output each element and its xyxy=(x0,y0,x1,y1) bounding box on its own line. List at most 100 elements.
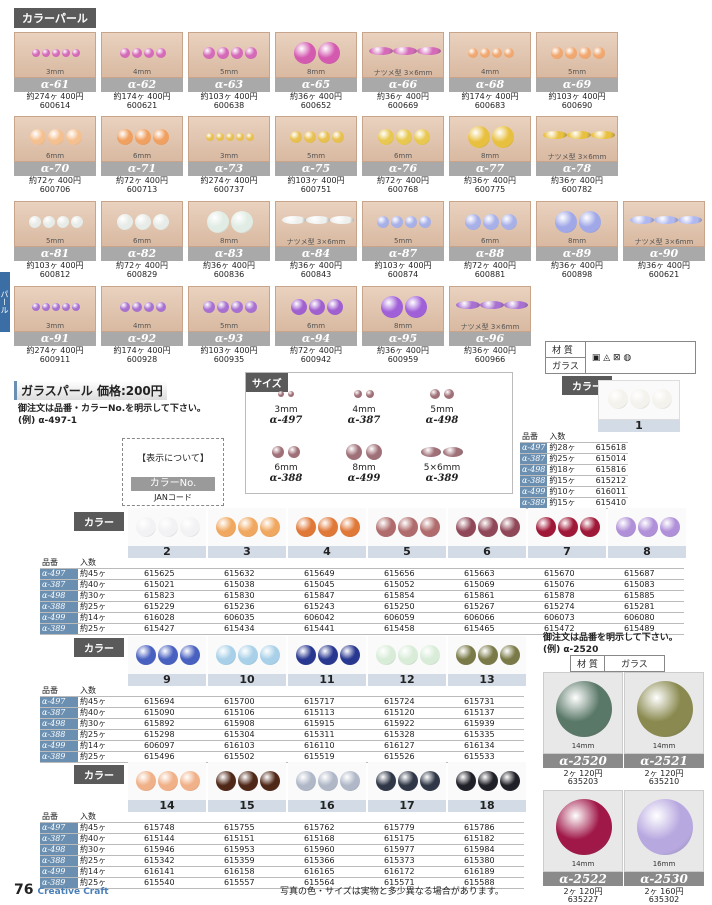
size-code: α-387 xyxy=(347,415,381,426)
pearl-size: 6mm xyxy=(480,237,500,245)
pearl-jan: 600782 xyxy=(561,185,593,194)
hdr-blank xyxy=(444,558,524,569)
color-num: 7 xyxy=(528,546,606,558)
pearl-jan: 600881 xyxy=(474,270,506,279)
row-code: α-499 xyxy=(520,486,548,498)
row-jan: 615588 xyxy=(444,877,524,889)
pearl-bead xyxy=(156,48,166,58)
color-photo xyxy=(368,508,446,546)
pearl-bead xyxy=(57,216,69,228)
big-material-table: 材 質ガラス xyxy=(570,655,665,672)
oval-bead xyxy=(654,216,678,224)
size-mm: 5×6mm xyxy=(423,463,461,473)
big-note-2: (例) α-2520 xyxy=(543,645,599,655)
row-code: α-498 xyxy=(520,464,548,476)
display-legend: 【表示について】 カラーNo. JANコード xyxy=(122,438,224,506)
row-jan: 615175 xyxy=(364,833,444,845)
pearl-jan: 600690 xyxy=(561,101,593,110)
pearl-photo xyxy=(101,286,183,332)
color-num: 6 xyxy=(448,546,526,558)
row-jan: 606080 xyxy=(604,612,684,624)
pearl-bead xyxy=(62,49,70,57)
pearl-jan: 600768 xyxy=(387,185,419,194)
pearl-photo xyxy=(188,32,270,78)
big-code: α-2530 xyxy=(624,872,704,886)
pearl-bead xyxy=(291,299,307,315)
pearl-photo xyxy=(101,116,183,162)
oval-bead xyxy=(369,47,393,55)
pearl-photo xyxy=(449,201,531,247)
row-jan: 615274 xyxy=(524,601,604,613)
pearl-bead xyxy=(66,129,82,145)
pearl-jan: 600713 xyxy=(126,185,158,194)
pearl-jan: 600843 xyxy=(300,270,332,279)
row-jan: 615724 xyxy=(364,696,444,708)
hdr-blank xyxy=(604,558,684,569)
row-jan: 615830 xyxy=(204,590,284,602)
row-jan: 615984 xyxy=(444,844,524,856)
hdr-blank xyxy=(444,812,524,823)
size-code: α-497 xyxy=(269,415,303,426)
pearl-size: 8mm xyxy=(306,68,326,76)
pearl-bead xyxy=(294,42,316,64)
row-jan: 615861 xyxy=(444,590,524,602)
pearl-qty: 約103ヶ 400円 xyxy=(548,92,606,101)
pearl-code: α-81 xyxy=(14,247,96,261)
row-qty: 約25ヶ xyxy=(78,855,124,867)
row-jan: 615083 xyxy=(604,579,684,591)
row-jan: 615021 xyxy=(124,579,204,591)
row-jan: 615427 xyxy=(124,623,204,635)
pearl-bead xyxy=(71,216,83,228)
pearl-bead xyxy=(135,214,151,230)
oval-bead xyxy=(456,301,480,309)
pearl-bead xyxy=(72,49,80,57)
pearl-qty: 約36ヶ 400円 xyxy=(377,346,429,355)
color-bead xyxy=(136,517,156,537)
oval-bead xyxy=(421,447,441,457)
pearl-size: 3mm xyxy=(45,68,65,76)
pearl-qty: 約174ヶ 400円 xyxy=(461,92,519,101)
pearl-bead xyxy=(43,216,55,228)
color-bead xyxy=(238,645,258,665)
glass-note-1: 御注文は品番・カラーNo.を明示して下さい。 xyxy=(18,404,206,414)
color-bead xyxy=(318,517,338,537)
row-jan: 615472 xyxy=(524,623,604,635)
color-photo xyxy=(128,636,206,674)
hdr-blank xyxy=(364,558,444,569)
big-jan: 635302 xyxy=(648,895,680,904)
pearl-jan: 600966 xyxy=(474,355,506,364)
color-bead xyxy=(630,389,650,409)
pearl-code: α-65 xyxy=(275,78,357,92)
pearl-size: 5mm xyxy=(45,237,65,245)
hdr-blank xyxy=(204,558,284,569)
pearl-size: 5mm xyxy=(219,68,239,76)
color-bead xyxy=(420,645,440,665)
row-jan: 615885 xyxy=(604,590,684,602)
big-photo xyxy=(543,672,623,754)
pearl-photo xyxy=(536,116,618,162)
color-bead xyxy=(180,517,200,537)
big-mm: 14mm xyxy=(571,742,595,750)
row-jan: 615373 xyxy=(364,855,444,867)
row-jan: 615502 xyxy=(204,751,284,763)
row-qty: 約10ヶ xyxy=(547,486,578,498)
pearl-qty: 約103ヶ 400円 xyxy=(374,261,432,270)
oval-bead xyxy=(282,216,306,224)
pearl-code: α-62 xyxy=(101,78,183,92)
big-qty: 2ヶ 160円 xyxy=(644,887,684,896)
pearl-photo xyxy=(362,32,444,78)
row-code: α-388 xyxy=(40,729,78,741)
hdr-blank xyxy=(364,686,444,697)
color-1-photo xyxy=(598,380,680,420)
pearl-jan: 600621 xyxy=(648,270,680,279)
